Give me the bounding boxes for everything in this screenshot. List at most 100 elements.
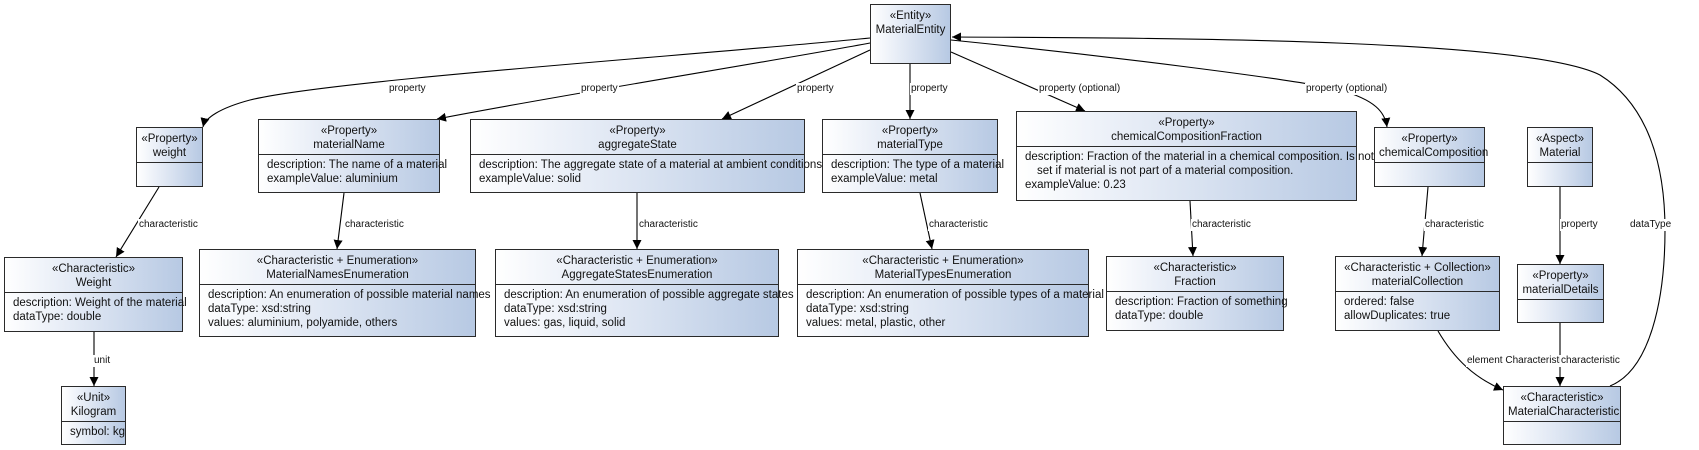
node-weight-characteristic[interactable]: «Characteristic»Weight description: Weig… bbox=[4, 257, 187, 332]
edge-label: property bbox=[580, 83, 619, 95]
node-stereotype: «Property» bbox=[1532, 270, 1589, 282]
attribute: values: metal, plastic, other bbox=[806, 317, 946, 329]
edge-label: property (optional) bbox=[1038, 83, 1122, 95]
attribute: symbol: kg bbox=[70, 426, 125, 438]
node-stereotype: «Entity» bbox=[889, 10, 932, 22]
node-stereotype: «Characteristic» bbox=[1153, 262, 1237, 274]
edge-weight-weightChar bbox=[115, 186, 160, 258]
node-name: Kilogram bbox=[70, 406, 117, 418]
node-stereotype: «Characteristic + Enumeration» bbox=[256, 255, 419, 267]
attribute: description: Weight of the material bbox=[13, 297, 187, 309]
node-stereotype: «Characteristic» bbox=[1520, 392, 1604, 404]
node-material-types-enumeration[interactable]: «Characteristic + Enumeration»MaterialTy… bbox=[797, 249, 1104, 337]
attribute: exampleValue: 0.23 bbox=[1025, 179, 1126, 191]
node-fraction[interactable]: «Characteristic» Fraction description: Fr… bbox=[1106, 256, 1288, 331]
attribute: description: The type of a material bbox=[831, 159, 1005, 171]
node-stereotype: «Characteristic» bbox=[51, 263, 136, 275]
node-aggregate-states-enumeration[interactable]: «Characteristic + Enumeration» AggregateS… bbox=[495, 249, 794, 337]
node-name: weight bbox=[152, 147, 187, 159]
edge-materialCharacteristic-entity bbox=[951, 32, 1666, 387]
edge-label: dataType bbox=[1629, 219, 1673, 231]
node-material-aspect[interactable]: «Aspect» Material bbox=[1527, 127, 1593, 187]
attribute: ordered: false bbox=[1344, 296, 1415, 308]
node-name: chemicalCompositionFraction bbox=[1111, 131, 1262, 143]
node-attributes bbox=[1518, 299, 1603, 330]
edge-label: property (optional) bbox=[1305, 83, 1389, 95]
attribute: description: An enumeration of possible … bbox=[806, 289, 1104, 301]
edge-entity-materialName bbox=[436, 42, 871, 122]
node-attributes: symbol: kg bbox=[62, 421, 125, 442]
node-material-characteristic[interactable]: «Characteristic» MaterialCharacteristic bbox=[1503, 386, 1621, 445]
node-material-collection[interactable]: «Characteristic + Collection» materialCol… bbox=[1335, 256, 1500, 331]
node-attributes bbox=[1528, 162, 1592, 199]
attribute: values: aluminium, polyamide, others bbox=[208, 317, 398, 329]
node-stereotype: «Property» bbox=[881, 125, 939, 137]
node-chemical-composition[interactable]: «Property»chemicalComposition bbox=[1374, 127, 1489, 187]
node-stereotype: «Property» bbox=[141, 133, 198, 145]
attribute: description: Fraction of the material in… bbox=[1025, 151, 1374, 163]
attribute: allowDuplicates: true bbox=[1344, 310, 1451, 322]
node-name: materialName bbox=[313, 139, 385, 151]
node-attributes bbox=[1504, 421, 1620, 450]
node-name: aggregateState bbox=[598, 139, 677, 151]
node-attributes: description: Weight of the material data… bbox=[5, 292, 187, 327]
node-name: MaterialNamesEnumeration bbox=[266, 269, 409, 281]
node-name: chemicalComposition bbox=[1379, 147, 1489, 159]
edge-label: characteristic bbox=[344, 219, 405, 231]
node-name: AggregateStatesEnumeration bbox=[561, 269, 713, 281]
edge-materialType-enum bbox=[919, 192, 935, 250]
node-attributes: description: The name of a material exam… bbox=[259, 154, 448, 189]
attribute: dataType: xsd:string bbox=[504, 303, 607, 315]
node-attributes: description: An enumeration of possible … bbox=[200, 284, 491, 333]
edge-label: property bbox=[1560, 219, 1599, 231]
node-attributes bbox=[137, 162, 202, 199]
node-material-entity[interactable]: «Entity»MaterialEntity bbox=[870, 4, 951, 64]
attribute: set if material is not part of a materia… bbox=[1037, 165, 1294, 177]
node-name: materialDetails bbox=[1522, 284, 1599, 296]
node-attributes bbox=[1375, 162, 1484, 199]
attribute: description: An enumeration of possible … bbox=[208, 289, 491, 301]
node-name: MaterialCharacteristic bbox=[1508, 406, 1620, 418]
attribute: dataType: double bbox=[1115, 310, 1204, 322]
attribute: exampleValue: solid bbox=[479, 173, 582, 185]
attribute: values: gas, liquid, solid bbox=[504, 317, 626, 329]
attribute: description: The aggregate state of a ma… bbox=[479, 159, 823, 171]
node-stereotype: «Characteristic + Enumeration» bbox=[556, 255, 718, 267]
node-attributes: description: The aggregate state of a ma… bbox=[471, 154, 823, 189]
edge-label: unit bbox=[93, 355, 112, 367]
edge-materialName-enum bbox=[333, 192, 345, 250]
node-weight[interactable]: «Property» weight bbox=[136, 127, 203, 187]
attribute: exampleValue: metal bbox=[831, 173, 938, 185]
attribute: description: An enumeration of possible … bbox=[504, 289, 794, 301]
node-material-name[interactable]: «Property» materialName description: The … bbox=[258, 119, 448, 193]
node-attributes: description: Fraction of the material in… bbox=[1017, 146, 1374, 195]
node-name: Fraction bbox=[1174, 276, 1216, 288]
edge-label: property bbox=[910, 83, 949, 95]
node-attributes: description: An enumeration of possible … bbox=[496, 284, 794, 333]
edge-label: characteristic bbox=[1560, 355, 1621, 367]
edge-label: element Characteristic bbox=[1466, 355, 1568, 367]
node-attributes: description: The type of a material exam… bbox=[823, 154, 1005, 189]
node-chemical-composition-fraction[interactable]: «Property»chemicalCompositionFraction de… bbox=[1016, 111, 1374, 201]
node-stereotype: «Characteristic + Collection» bbox=[1344, 262, 1491, 274]
node-aggregate-state[interactable]: «Property» aggregateState description: Th… bbox=[470, 119, 823, 193]
attribute: description: The name of a material bbox=[267, 159, 448, 171]
node-kilogram[interactable]: «Unit»Kilogram symbol: kg bbox=[61, 386, 126, 445]
attribute: exampleValue: aluminium bbox=[267, 173, 398, 185]
node-name: materialCollection bbox=[1371, 276, 1464, 288]
edge-entity-weight bbox=[200, 37, 871, 128]
edge-label: characteristic bbox=[1424, 219, 1485, 231]
node-material-details[interactable]: «Property» materialDetails bbox=[1517, 264, 1604, 323]
node-stereotype: «Property» bbox=[320, 125, 378, 137]
attribute: dataType: double bbox=[13, 311, 102, 323]
node-material-type[interactable]: «Property» materialType description: The … bbox=[822, 119, 1005, 193]
node-stereotype: «Property» bbox=[609, 125, 666, 137]
node-stereotype: «Characteristic + Enumeration» bbox=[862, 255, 1024, 267]
node-name: materialType bbox=[877, 139, 943, 151]
edge-label: characteristic bbox=[928, 219, 989, 231]
node-attributes: description: Fraction of something dataT… bbox=[1107, 291, 1288, 326]
node-stereotype: «Aspect» bbox=[1536, 133, 1584, 145]
node-name: Material bbox=[1539, 147, 1581, 159]
attribute: description: Fraction of something bbox=[1115, 296, 1288, 308]
node-material-names-enumeration[interactable]: «Characteristic + Enumeration» MaterialNa… bbox=[199, 249, 491, 337]
